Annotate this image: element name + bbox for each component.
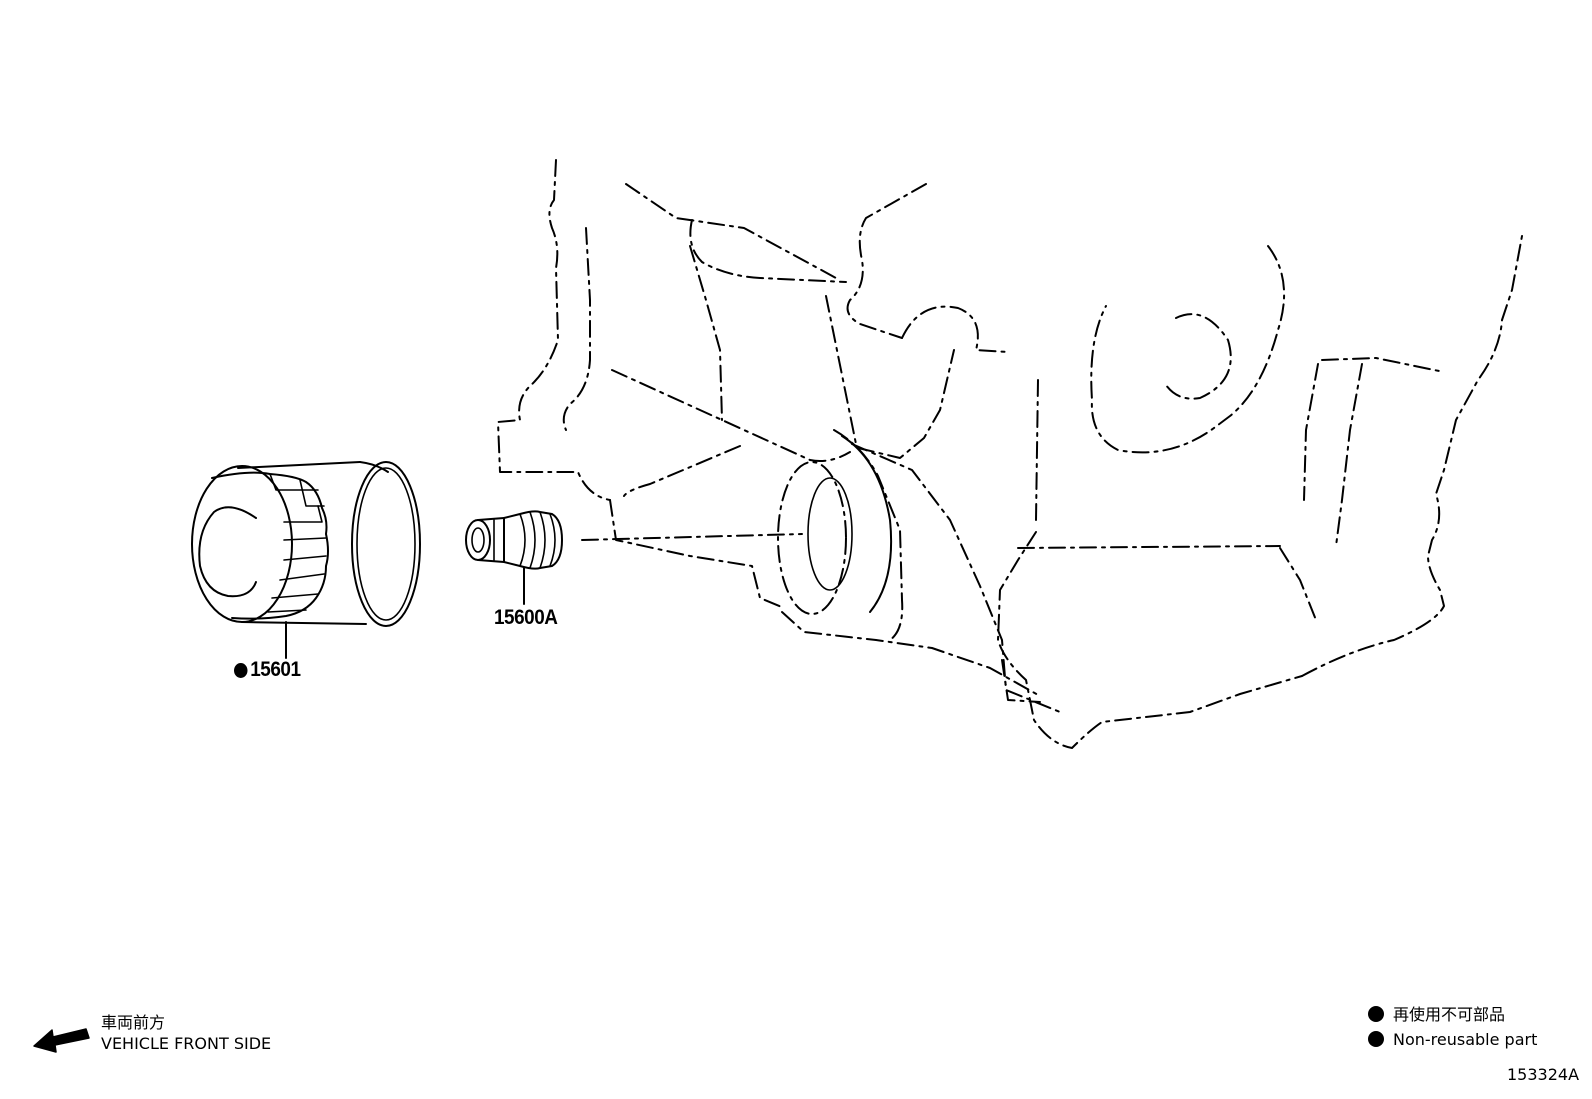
oil-filter-drawing: [191, 461, 421, 627]
union-bolt-drawing: [465, 510, 563, 570]
filter-mount-boss: [777, 435, 893, 615]
legend-label-en: Non-reusable part: [1393, 1030, 1538, 1049]
assembly-centerline: [581, 533, 803, 541]
filled-dot-icon: [1368, 1030, 1384, 1047]
non-reusable-dot-icon: [234, 662, 248, 678]
vehicle-front-label-en: VEHICLE FRONT SIDE: [101, 1034, 272, 1053]
legend: 再使用不可部品 Non-reusable part: [1368, 1002, 1537, 1052]
illustration-code: 153324A: [1507, 1065, 1580, 1084]
arrow-left-icon: [33, 1028, 90, 1053]
engine-block-outline: [497, 159, 1523, 749]
vehicle-front-label-jp: 車両前方: [101, 1013, 166, 1032]
callout-15601: 15601: [234, 658, 301, 682]
filled-dot-icon: [1368, 1005, 1384, 1022]
part-number-15601: 15601: [250, 658, 301, 681]
legend-row-en: Non-reusable part: [1368, 1027, 1537, 1052]
legend-row-jp: 再使用不可部品: [1368, 1002, 1537, 1027]
legend-label-jp: 再使用不可部品: [1393, 1005, 1506, 1024]
callout-15600a: 15600A: [494, 606, 558, 630]
vehicle-front-note: 車両前方 VEHICLE FRONT SIDE: [101, 1012, 271, 1054]
part-number-15600a: 15600A: [494, 606, 558, 629]
